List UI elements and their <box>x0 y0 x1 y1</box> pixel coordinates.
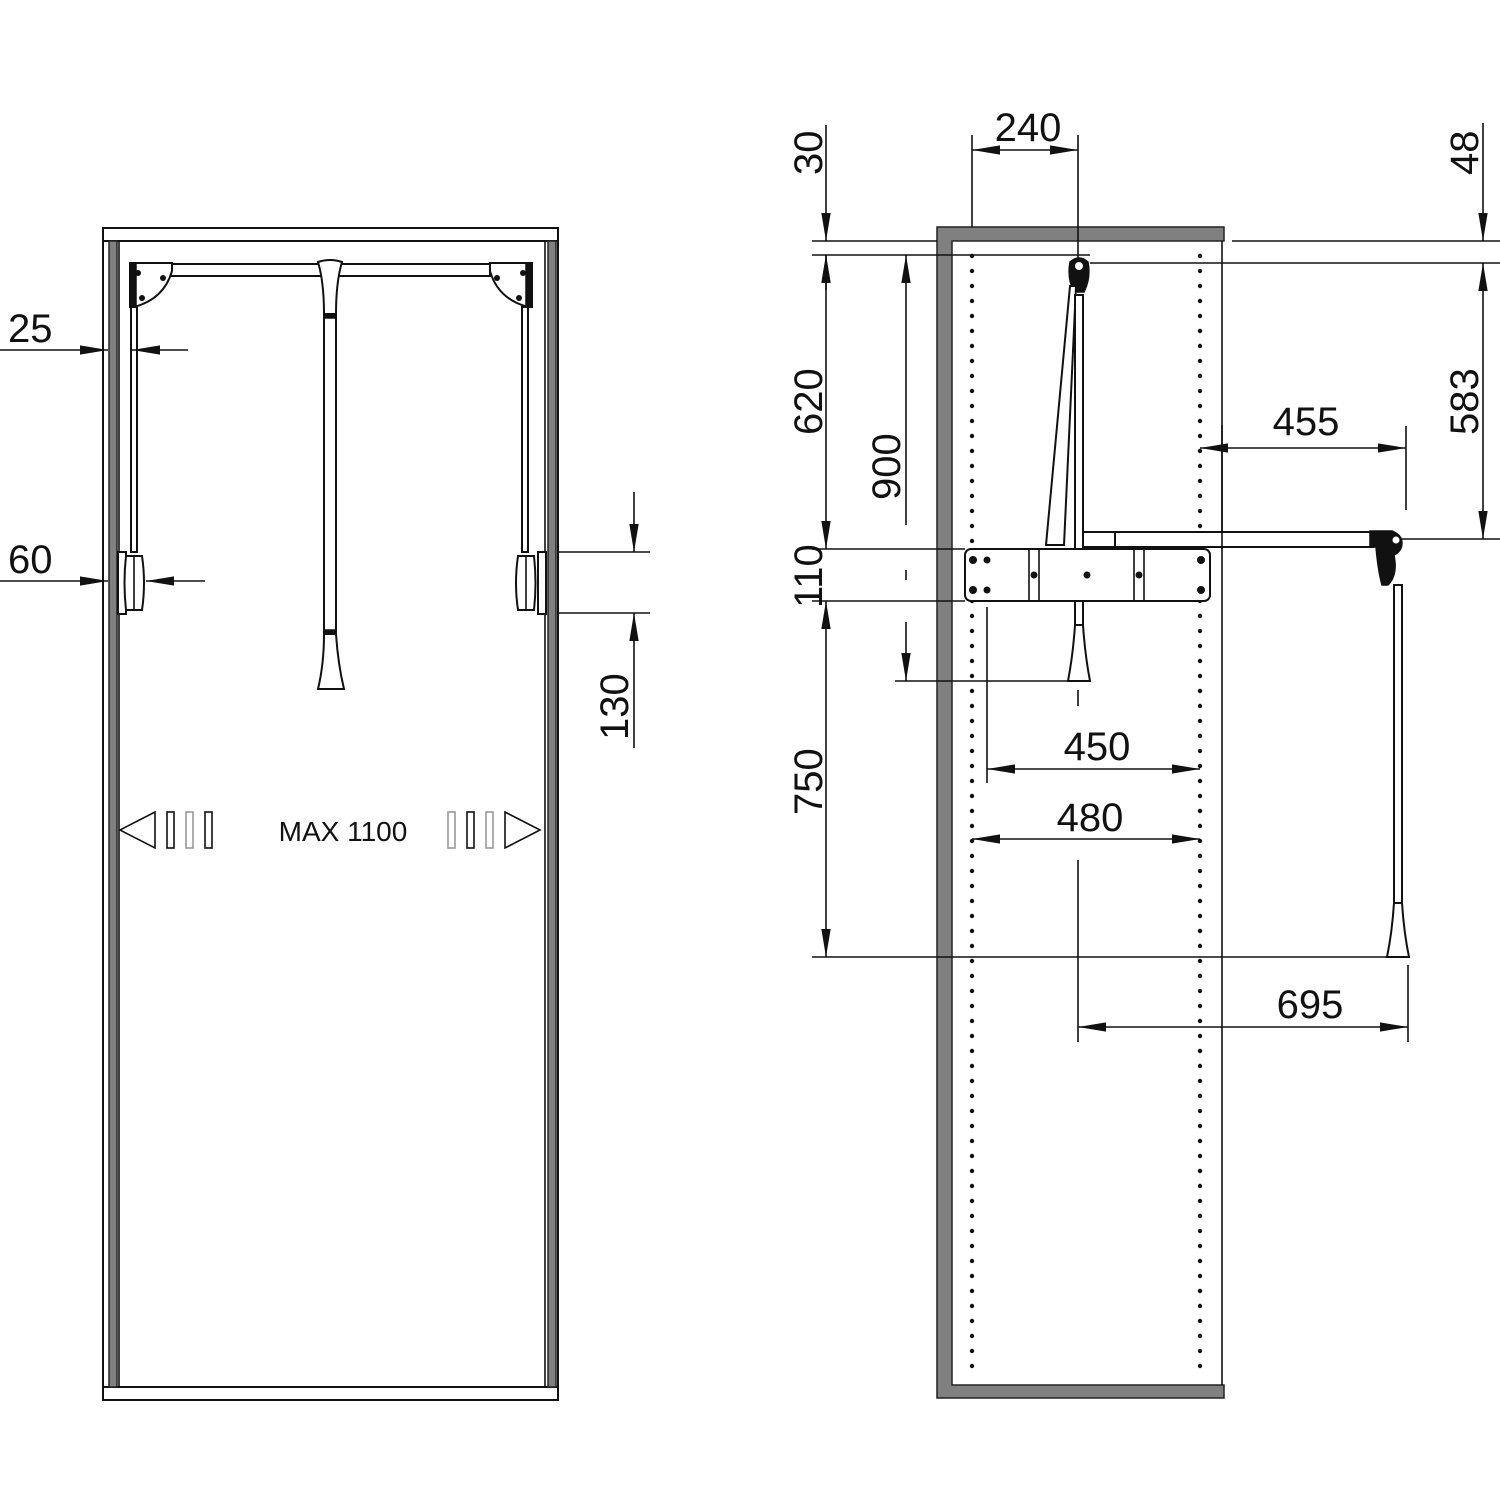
stripe-icon <box>447 811 456 849</box>
dim-top-offset: 30 <box>787 125 831 290</box>
dim-label-750: 750 <box>787 748 831 815</box>
dim-inner-width: 450 <box>987 725 1200 774</box>
bracket-screw <box>160 275 166 281</box>
extended-handle-grip <box>1385 902 1411 958</box>
dim-label-48: 48 <box>1443 131 1487 176</box>
stripe-icon <box>185 811 194 849</box>
dim-label-480: 480 <box>1057 796 1124 840</box>
dim-projection: 455 <box>1200 400 1406 453</box>
extended-arm <box>1393 584 1403 904</box>
top-panel <box>102 227 559 242</box>
right-arm <box>521 306 529 553</box>
right-bracket-plate <box>525 262 533 308</box>
dim-label-695: 695 <box>1277 983 1344 1027</box>
dim-label-450: 450 <box>1064 725 1131 769</box>
front-cabinet <box>102 227 559 1401</box>
dim-reach: 695 <box>1078 983 1408 1032</box>
left-bracket-plate <box>129 262 137 308</box>
rail-end-pivot <box>1369 530 1403 586</box>
handle-grip <box>316 633 346 690</box>
dim-upper-height: 620 <box>787 255 831 549</box>
rail-clamp <box>1082 531 1116 548</box>
dim-label-900: 900 <box>865 433 909 500</box>
right-arrow-icon <box>504 810 542 850</box>
left-arm <box>130 306 138 553</box>
bracket-screw <box>135 270 141 276</box>
pivot-hole <box>1392 536 1400 544</box>
lift-mechanism-front <box>117 259 547 690</box>
stripe-icon <box>204 811 213 849</box>
right-side-panel <box>547 240 557 1388</box>
right-mount-plate <box>537 551 547 615</box>
stripe-icon <box>485 811 494 849</box>
top-pivot <box>1068 257 1090 293</box>
dim-lowered-height: 900 <box>865 255 911 681</box>
dim-top-offset-right: 48 <box>1443 123 1488 241</box>
swing-arm-lowered <box>1044 285 1078 546</box>
dim-handle-height: 130 <box>558 492 650 748</box>
dim-label-25: 25 <box>8 307 53 351</box>
handle-top <box>316 259 344 315</box>
left-side-panel <box>108 240 118 1388</box>
extended-rail <box>1082 531 1374 548</box>
bracket-screw <box>139 295 145 301</box>
rod-band <box>323 313 337 319</box>
dim-cabinet-depth: 480 <box>972 796 1200 844</box>
left-arrow-icon <box>118 810 156 850</box>
dim-mechanism-depth: 60 <box>0 538 205 586</box>
bracket-screw <box>516 295 522 301</box>
bracket-screw <box>520 270 526 276</box>
dim-label-110: 110 <box>787 544 831 608</box>
dim-label-455: 455 <box>1273 400 1340 444</box>
dim-label-30: 30 <box>787 131 831 176</box>
dim-label-583: 583 <box>1443 368 1487 435</box>
dim-label-240: 240 <box>995 106 1062 150</box>
max-travel-label: MAX 1100 <box>279 816 408 847</box>
mechanism-housing <box>964 548 1211 602</box>
side-view: 30 240 48 583 620 900 <box>787 106 1500 1399</box>
bracket-screw <box>494 275 500 281</box>
dim-rail-offset: 240 <box>972 106 1078 155</box>
dim-lower-height: 750 <box>787 601 831 957</box>
dim-label-620: 620 <box>787 368 831 435</box>
dim-side-clearance: 25 <box>0 307 188 355</box>
pull-rod <box>323 313 337 633</box>
front-view: MAX 1100 25 60 130 <box>0 227 650 1401</box>
hole-row-rear <box>969 253 975 1369</box>
side-handle-grip <box>1066 624 1092 682</box>
stripe-icon <box>166 811 175 849</box>
bottom-panel <box>102 1386 559 1401</box>
pivot-hole <box>1075 262 1083 270</box>
hole-row-front <box>1197 253 1203 1369</box>
dim-label-60: 60 <box>8 538 53 582</box>
dim-mechanism-height: 110 <box>787 544 831 608</box>
max-travel-indicator: MAX 1100 <box>118 810 542 850</box>
dim-rod-drop: 583 <box>1443 263 1488 539</box>
dim-label-130: 130 <box>593 673 637 740</box>
side-cabinet-profile <box>936 226 1225 1399</box>
stripe-icon <box>466 811 475 849</box>
